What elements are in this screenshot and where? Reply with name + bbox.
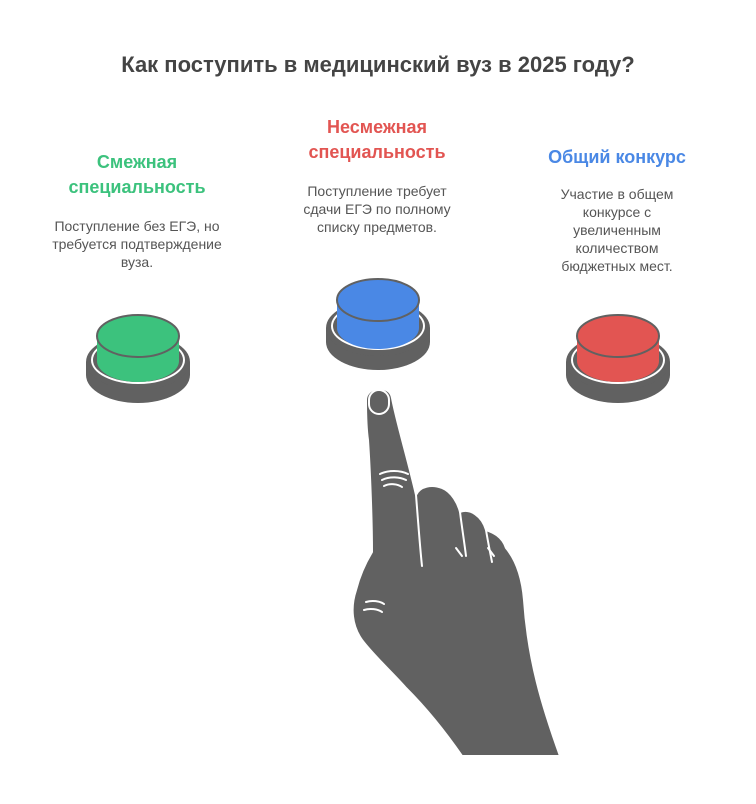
pointing-hand-icon (351, 387, 561, 757)
option-title: Общий конкурс (548, 147, 686, 167)
option-description: Поступление требует сдачи ЕГЭ по полному… (303, 183, 451, 235)
option-unrelated-specialty: Несмежная специальность Поступление треб… (282, 115, 472, 236)
option-general-competition: Общий конкурс Участие в общем конкурсе с… (522, 145, 712, 275)
option-related-specialty: Смежная специальность Поступление без ЕГ… (42, 150, 232, 271)
option-title: Смежная специальность (68, 152, 206, 197)
option-description: Участие в общем конкурсе с увеличенным к… (560, 186, 674, 274)
blue-push-button-icon[interactable] (326, 278, 430, 370)
option-description: Поступление без ЕГЭ, но требуется подтве… (52, 218, 222, 270)
green-push-button-icon[interactable] (86, 314, 190, 403)
page-title: Как поступить в медицинский вуз в 2025 г… (121, 52, 635, 77)
red-push-button-icon[interactable] (566, 314, 670, 403)
option-title: Несмежная специальность (308, 117, 446, 162)
